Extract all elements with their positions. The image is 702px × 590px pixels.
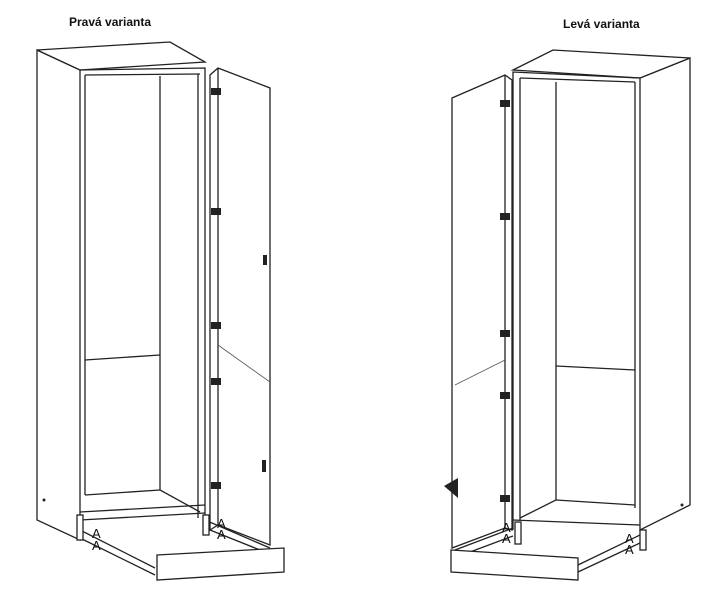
right-variant-plinth xyxy=(76,514,285,581)
left-variant-cabinet xyxy=(510,49,691,532)
right-variant-door xyxy=(209,67,271,546)
marker-a: A xyxy=(217,516,226,531)
shelf xyxy=(555,365,636,371)
shelf xyxy=(84,354,161,361)
left-variant-title: Levá varianta xyxy=(563,17,640,31)
marker-a: A xyxy=(92,526,101,541)
marker-a: A xyxy=(217,527,226,542)
marker-a: A xyxy=(502,531,511,546)
right-variant-title: Pravá varianta xyxy=(69,15,152,29)
right-variant-cabinet xyxy=(36,41,208,542)
marker-a: A xyxy=(502,520,511,535)
hinge-icons xyxy=(500,100,510,502)
marker-a: A xyxy=(92,538,101,553)
hinge-icons xyxy=(211,88,221,489)
marker-a: A xyxy=(625,531,634,546)
fastener-markers: A A A A A A A A xyxy=(92,516,634,557)
left-variant-plinth xyxy=(450,521,647,581)
marker-a: A xyxy=(625,542,634,557)
left-variant-door xyxy=(444,74,513,549)
